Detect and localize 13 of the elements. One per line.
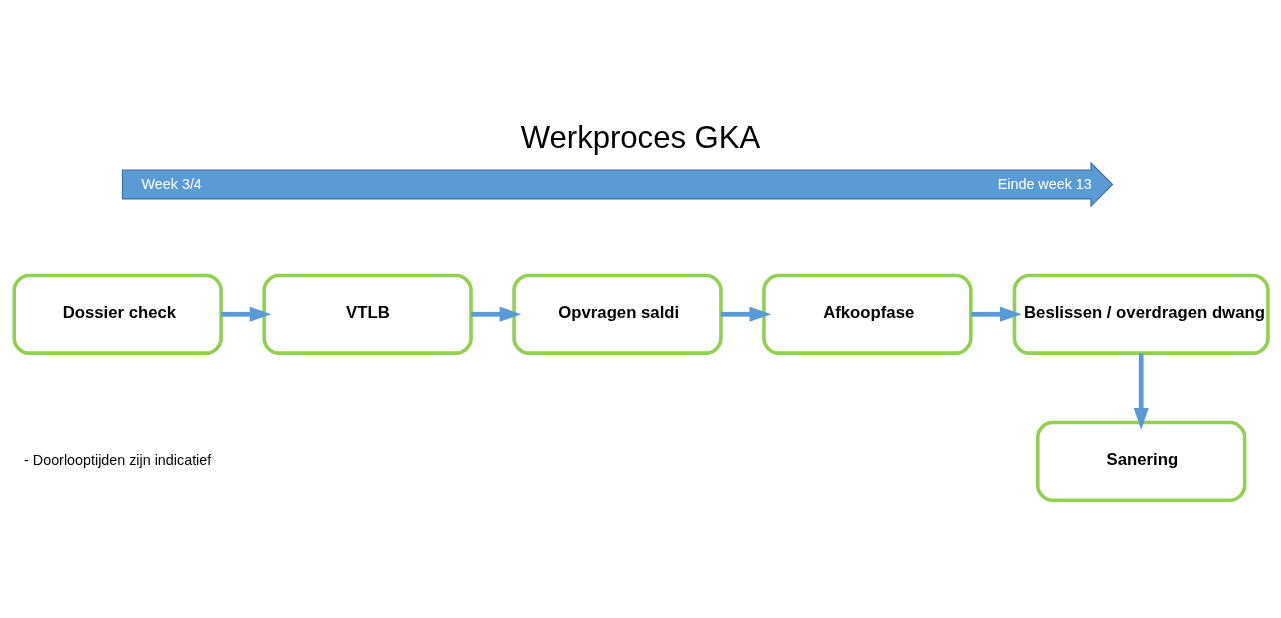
node-box: Sanering — [1036, 420, 1247, 502]
node-box: Afkoopfase — [762, 273, 973, 355]
label: - Doorlooptijden zijn indicatief — [24, 451, 212, 468]
node-box: Opvragen saldi — [512, 273, 723, 355]
arrow — [971, 306, 1022, 322]
node-box: VTLB — [262, 273, 473, 355]
arrow — [720, 306, 772, 322]
node-box: Dossier check — [12, 273, 223, 355]
arrow — [471, 306, 522, 322]
arrow — [1133, 353, 1149, 430]
diagram-title: Werkproces GKA — [520, 119, 761, 155]
node-box: Beslissen / overdragen dwang — [1012, 273, 1270, 355]
arrow — [221, 306, 272, 322]
